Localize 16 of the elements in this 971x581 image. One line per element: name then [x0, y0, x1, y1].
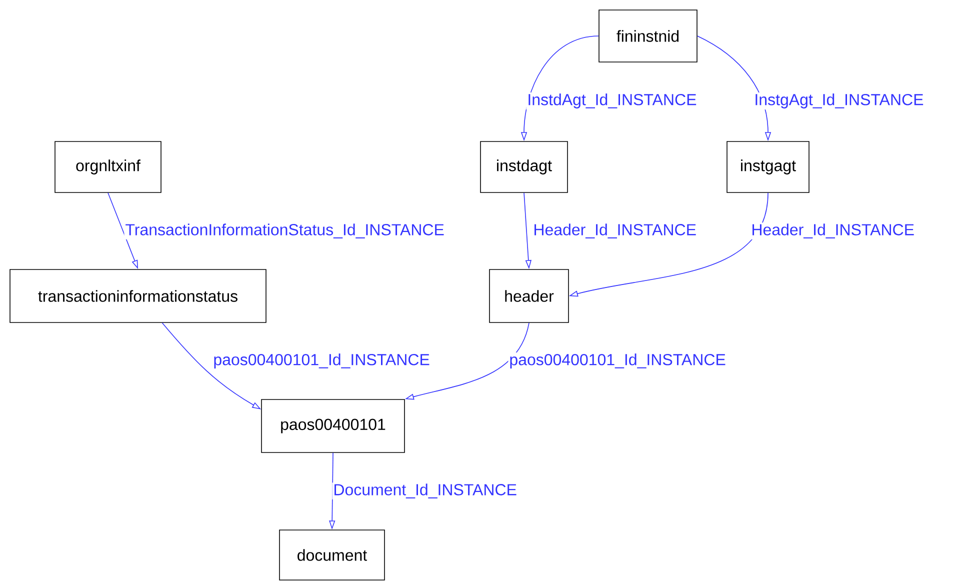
edge-label: paos00400101_Id_INSTANCE: [212, 352, 431, 370]
class-box: instdagt: [480, 141, 568, 193]
class-box: orgnltxinf: [54, 141, 162, 193]
edge-label: InstdAgt_Id_INSTANCE: [526, 92, 698, 110]
class-box: paos00400101: [261, 399, 405, 453]
edge-label: Document_Id_INSTANCE: [332, 482, 518, 500]
class-box: fininstnid: [598, 10, 698, 62]
class-box: header: [489, 269, 569, 323]
edge-label: TransactionInformationStatus_Id_INSTANCE: [124, 222, 446, 240]
edge-label: InstgAgt_Id_INSTANCE: [753, 92, 925, 110]
class-box: document: [279, 530, 385, 580]
class-box: transactioninformationstatus: [10, 269, 266, 323]
class-box: instgagt: [726, 141, 810, 193]
edge-label: paos00400101_Id_INSTANCE: [508, 352, 727, 370]
edge-label: Header_Id_INSTANCE: [750, 222, 916, 240]
edge-label: Header_Id_INSTANCE: [532, 222, 698, 240]
